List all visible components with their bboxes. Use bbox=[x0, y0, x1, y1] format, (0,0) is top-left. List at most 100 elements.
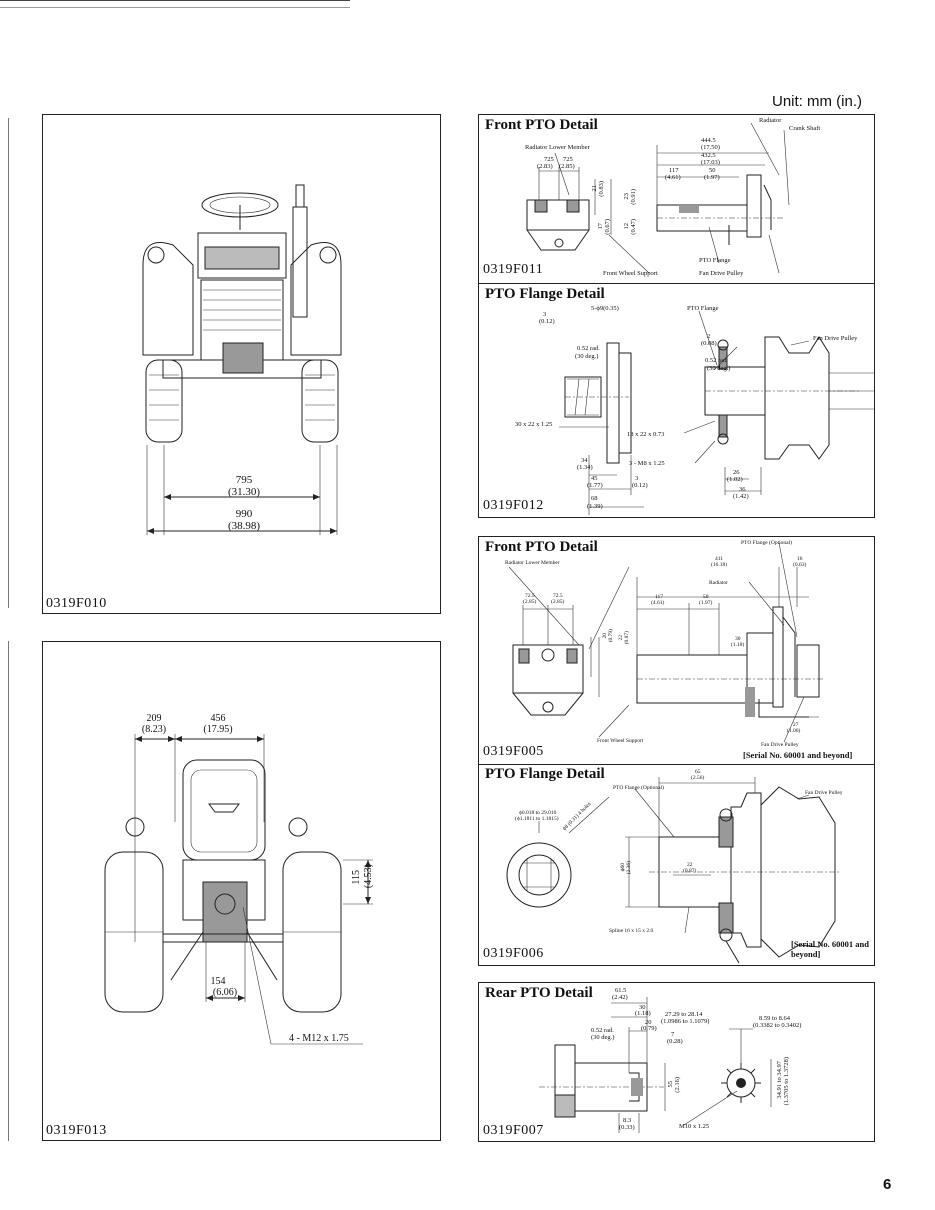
margin-mark bbox=[8, 641, 9, 1141]
label-pto-flange: PTO Flange bbox=[687, 305, 719, 312]
dim-990-in: (38.98) bbox=[227, 520, 261, 532]
dim-615-in: (2.42) bbox=[612, 994, 628, 1001]
dim-7-in: (0.28) bbox=[667, 1038, 683, 1045]
panel-rear-pto: Rear PTO Detail 61.5 (2.42) 30 (1 bbox=[478, 982, 875, 1142]
v-range-in: (1.3705 to 1.3728) bbox=[783, 1057, 790, 1106]
dim-34: 34 bbox=[581, 457, 588, 464]
angle-label-2-deg: (30 deg.) bbox=[707, 365, 731, 372]
tractor-rear-drawing bbox=[104, 734, 373, 1045]
thread-spec-1: 18 x 22 x 0.73 bbox=[627, 431, 665, 438]
dim-50: 50 bbox=[703, 594, 709, 600]
angle-label-deg: (30 deg.) bbox=[591, 1034, 615, 1041]
dim-795: 795 bbox=[235, 474, 253, 486]
angle-label: 0.52 rad. bbox=[591, 1027, 614, 1034]
label-fan-drive-pulley: Fan Drive Pulley bbox=[699, 270, 744, 277]
dim-209: 209 bbox=[146, 713, 162, 724]
front-pto-drawing bbox=[526, 122, 790, 274]
range-2-in: (0.3382 to 0.3402) bbox=[753, 1022, 802, 1029]
label-radiator: Radiator bbox=[759, 117, 782, 124]
dim-45: 45 bbox=[591, 475, 598, 482]
figure-id: 0319F012 bbox=[483, 498, 544, 513]
dim-30-in: (1.18) bbox=[635, 1010, 651, 1017]
dim-65-in: (2.56) bbox=[691, 775, 705, 781]
dim-456: 456 bbox=[210, 713, 226, 724]
dim-456-in: (17.95) bbox=[203, 724, 233, 735]
dim-615: 61.5 bbox=[615, 987, 627, 994]
dim-117: 117 bbox=[655, 594, 664, 600]
label-radiator-lower: Radiator Lower Member bbox=[525, 144, 590, 151]
rear-pto-drawing bbox=[539, 997, 772, 1133]
dim-68-in: (1.39) bbox=[587, 503, 603, 510]
dim-432-in: (17.03) bbox=[701, 159, 720, 166]
label-pto-flange-opt: PTO Flange (Optional) bbox=[613, 785, 664, 791]
dim-725a-in: (2.85) bbox=[523, 599, 537, 605]
dim-725a: 725 bbox=[544, 156, 554, 163]
angle-label-2: 0.52 rad. bbox=[705, 357, 728, 364]
figure-id: 0319F007 bbox=[483, 1123, 544, 1138]
dim-795-in: (31.30) bbox=[227, 486, 261, 498]
dim-83: 8.3 bbox=[623, 1117, 632, 1124]
dim-154: 154 bbox=[210, 976, 226, 987]
dim-16-in: (0.63) bbox=[793, 562, 807, 568]
dim-154-in: (6.06) bbox=[212, 987, 238, 998]
range-1: 27.29 to 28.14 bbox=[665, 1011, 703, 1018]
figure-id: 0319F010 bbox=[46, 596, 107, 611]
dim-411-in: (16.18) bbox=[711, 562, 728, 568]
divider bbox=[479, 283, 874, 285]
label-front-wheel-support: Front Wheel Support bbox=[597, 738, 644, 744]
label-crank-shaft: Crank Shaft bbox=[789, 125, 821, 132]
dim-50: 50 bbox=[709, 167, 716, 174]
margin-mark bbox=[8, 118, 9, 608]
unit-label: Unit: mm (in.) bbox=[772, 93, 862, 110]
dim-20-in: (0.79) bbox=[641, 1025, 657, 1032]
panel-title: PTO Flange Detail bbox=[485, 766, 605, 782]
label-radiator-lower: Radiator Lower Member bbox=[505, 560, 560, 566]
label-radiator: Radiator bbox=[709, 580, 728, 586]
top-rule-2 bbox=[0, 7, 350, 8]
label-fan-drive: Fan Drive Pulley bbox=[761, 742, 799, 748]
pto-flange-drawing bbox=[559, 310, 874, 515]
figure-id: 0319F011 bbox=[483, 262, 544, 277]
panel-fig013: 209 (8.23) 456 (17.95) 115 (4.53) 154 (6… bbox=[42, 641, 441, 1141]
dim-26: 26 bbox=[733, 469, 740, 476]
top-rule bbox=[0, 0, 350, 1]
label-pto-flange: PTO Flange bbox=[699, 257, 731, 264]
angle-label-deg: (30 deg.) bbox=[575, 353, 599, 360]
dim-36: 36 bbox=[739, 486, 746, 493]
label-pto-flange-opt: PTO Flange (Optional) bbox=[741, 540, 792, 546]
bore-range: ϕ0.018 to 29.010 bbox=[519, 810, 557, 816]
dim-83-in: (0.33) bbox=[619, 1124, 635, 1131]
front-pto-2-drawing bbox=[508, 542, 824, 743]
panel-front-pto-2: Front PTO Detail bbox=[478, 536, 875, 966]
dim-725a-in: (2.83) bbox=[537, 163, 553, 170]
dim-725b: 72.5 bbox=[553, 593, 563, 599]
thread-spec-2: 3 - M8 x 1.25 bbox=[629, 460, 665, 467]
dim-725b-in: (2.85) bbox=[559, 163, 575, 170]
range-1-in: (1.0986 to 1.1079) bbox=[661, 1018, 710, 1025]
dim-30: 30 bbox=[639, 1004, 646, 1011]
dim-117: 117 bbox=[669, 167, 679, 174]
dim-7: 7 bbox=[671, 1031, 675, 1038]
dim-3b: 3 bbox=[635, 475, 639, 482]
dim-27-in: (1.06) bbox=[787, 728, 801, 734]
dim-68: 68 bbox=[591, 495, 598, 502]
dim-16: 16 bbox=[797, 556, 803, 562]
label-front-wheel-support: Front Wheel Support bbox=[603, 270, 658, 277]
tractor-front-drawing bbox=[142, 184, 342, 535]
panel-title: Front PTO Detail bbox=[485, 117, 598, 133]
dim-34-in: (1.34) bbox=[577, 464, 593, 471]
panel-title: Rear PTO Detail bbox=[485, 985, 593, 1001]
dim-444-in: (17.50) bbox=[701, 144, 720, 151]
dim-2-in: (0.08) bbox=[701, 340, 717, 347]
dim-3: 3 bbox=[543, 311, 547, 318]
dim-209-in: (8.23) bbox=[141, 724, 167, 735]
panel-title: PTO Flange Detail bbox=[485, 286, 605, 302]
dim-115-in: (4.53) bbox=[363, 864, 374, 889]
label-fan-drive: Fan Drive Pulley bbox=[813, 335, 858, 342]
panel-fig010: 795 (31.30) 990 (38.98) 0319F010 bbox=[42, 114, 441, 614]
thread-spec: M10 x 1.25 bbox=[679, 1123, 710, 1130]
dim-phi60-in: (2.36) bbox=[626, 861, 632, 875]
dim-55-in: (2.16) bbox=[674, 1077, 681, 1093]
bore-range-in: (ϕ1.1811 to 1.1815) bbox=[515, 816, 559, 822]
dim-2: 2 bbox=[707, 333, 711, 340]
